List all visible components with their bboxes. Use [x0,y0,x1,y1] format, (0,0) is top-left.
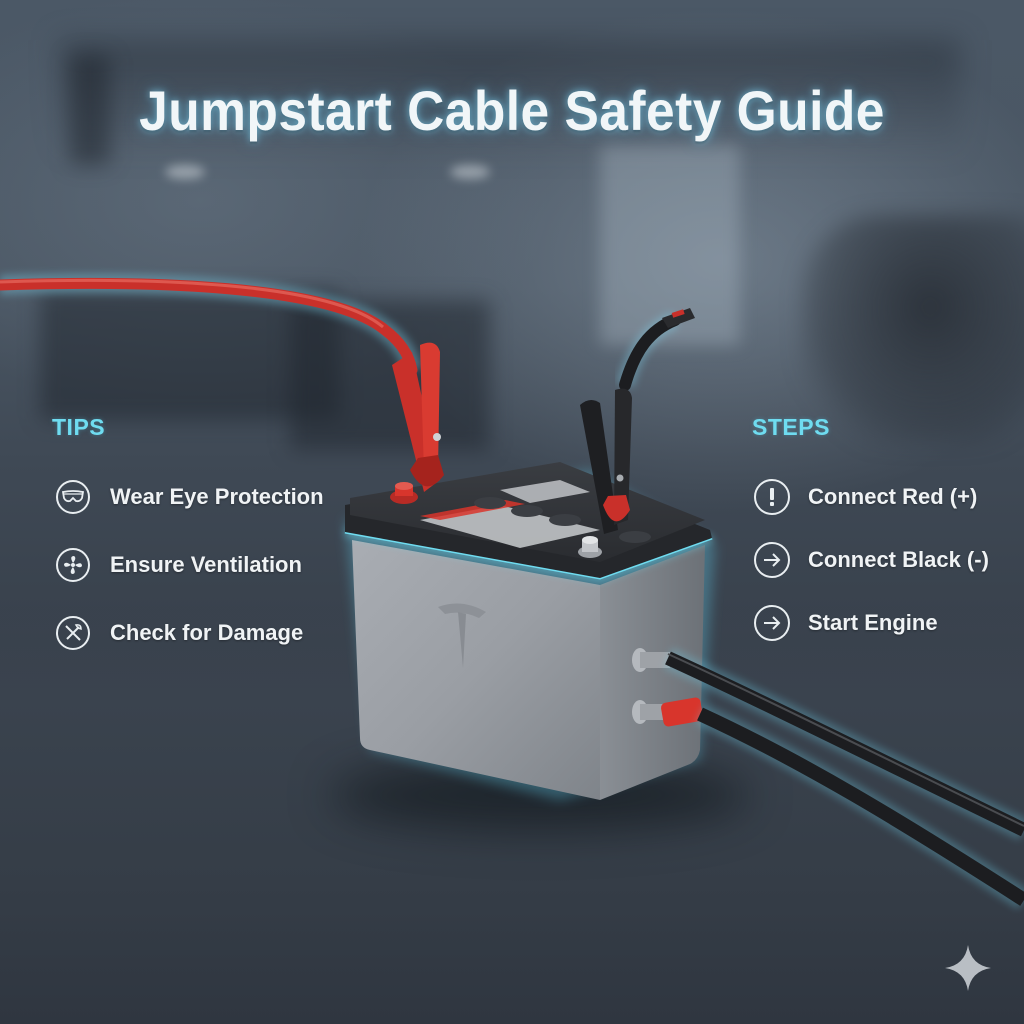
arrow-right-icon [754,542,790,578]
blurred-car [800,215,1024,445]
sparkle-icon [943,943,993,993]
tip-label: Wear Eye Protection [110,484,324,509]
arrow-right-icon [754,605,790,641]
fan-icon [56,548,90,582]
step-item: Start Engine [752,603,989,643]
steps-heading: STEPS [752,414,830,440]
ceiling-light [165,165,205,179]
tools-icon [56,616,90,650]
step-label: Connect Red (+) [808,484,978,509]
tip-label: Ensure Ventilation [110,552,302,577]
blurred-hanging-tool [70,55,110,165]
step-label: Start Engine [808,610,938,635]
step-item: Connect Red (+) [752,477,989,517]
steps-panel: STEPS Connect Red (+) Connect Black (-) … [752,414,989,666]
battery-shadow [330,760,750,830]
step-item: Connect Black (-) [752,540,989,580]
tip-item: Ensure Ventilation [52,545,324,585]
page-title: Jumpstart Cable Safety Guide [139,79,885,142]
exclamation-icon [754,479,790,515]
safety-goggles-icon [56,480,90,514]
tip-item: Check for Damage [52,613,324,653]
tip-item: Wear Eye Protection [52,477,324,517]
tip-label: Check for Damage [110,620,304,645]
tips-panel: TIPS Wear Eye Protection Ensure Ventilat… [52,414,324,681]
step-label: Connect Black (-) [808,547,989,572]
blurred-window [600,145,740,345]
ceiling-light [450,165,490,179]
garage-ceiling [60,40,960,160]
tips-heading: TIPS [52,414,106,440]
